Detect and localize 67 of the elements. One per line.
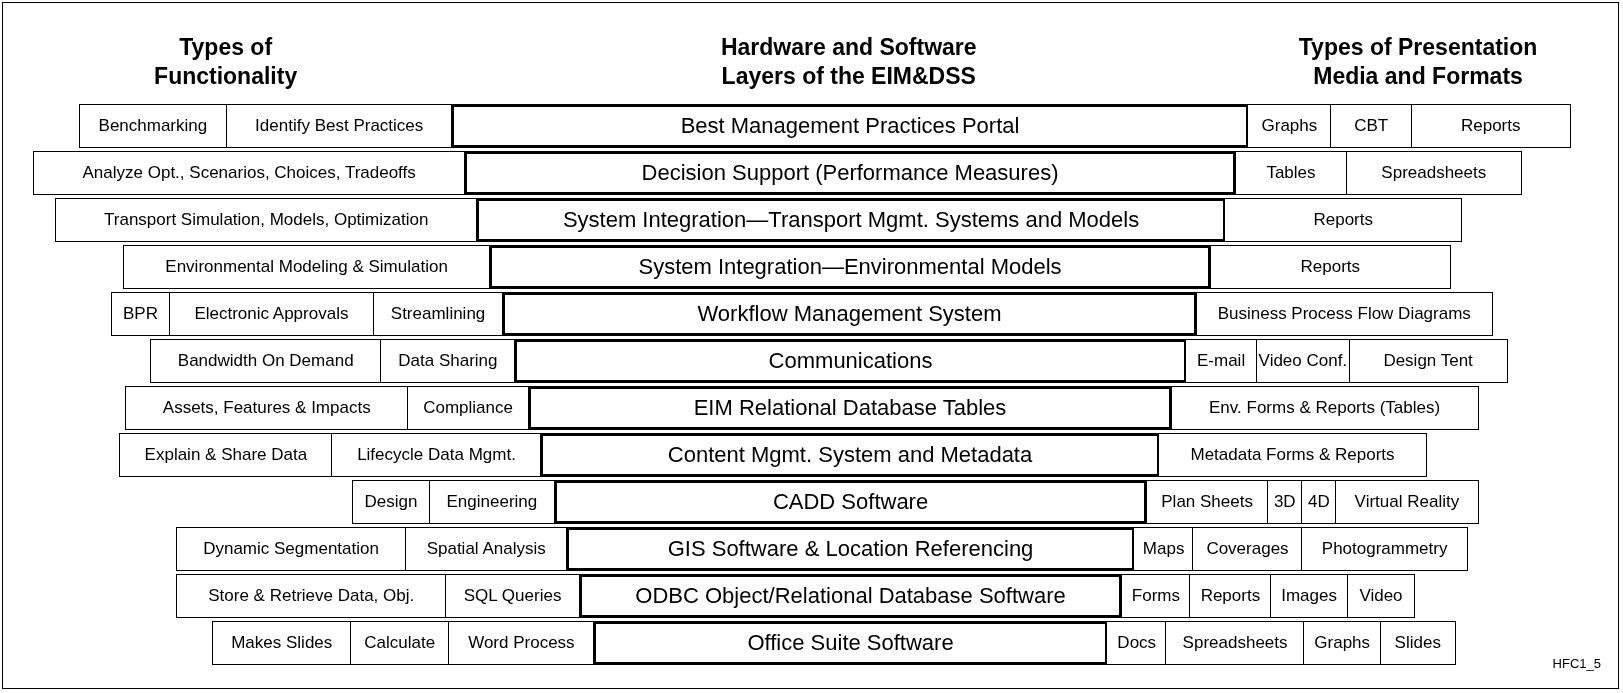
item-box: Photogrammetry: [1301, 526, 1469, 572]
item-box: Docs: [1106, 621, 1167, 666]
item-box: Bandwidth On Demand: [150, 338, 382, 384]
layer-box: Content Mgmt. System and Metadata: [540, 432, 1160, 478]
item-box: Spatial Analysis: [404, 526, 568, 572]
item-box: Reports: [1210, 244, 1451, 290]
figure-code: HFC1_5: [1552, 656, 1602, 672]
item-box: Streamlining: [372, 291, 504, 337]
layer-box: GIS Software & Location Referencing: [566, 526, 1135, 572]
item-box: Plan Sheets: [1145, 479, 1269, 525]
item-box: Coverages: [1192, 526, 1303, 572]
item-box: Engineering: [428, 479, 556, 525]
layer-box: Office Suite Software: [593, 621, 1108, 666]
item-box: Identify Best Practices: [225, 103, 453, 148]
layer-box: Workflow Management System: [502, 291, 1197, 337]
item-box: Compliance: [406, 385, 530, 431]
item-box: Explain & Share Data: [119, 432, 333, 478]
item-box: Video: [1346, 573, 1416, 619]
item-box: Maps: [1133, 526, 1194, 572]
item-box: Design Tent: [1348, 338, 1508, 384]
layer-box: CADD Software: [553, 479, 1148, 525]
layer-box: ODBC Object/Relational Database Software: [578, 573, 1123, 619]
item-box: Slides: [1379, 621, 1456, 666]
item-box: Graphs: [1247, 103, 1332, 148]
item-box: Assets, Features & Impacts: [125, 385, 409, 431]
item-box: Benchmarking: [78, 103, 228, 148]
column-heading: Types of Presentation Media and Formats: [1297, 33, 1539, 92]
layer-box: EIM Relational Database Tables: [527, 385, 1173, 431]
layer-box: Communications: [514, 338, 1187, 384]
layer-box: System Integration—Environmental Models: [488, 244, 1212, 290]
item-box: 3D: [1266, 479, 1303, 525]
column-heading: Types of Functionality: [153, 33, 299, 92]
item-box: 4D: [1301, 479, 1337, 525]
item-box: CBT: [1330, 103, 1413, 148]
item-box: Spreadsheets: [1165, 621, 1305, 666]
item-box: SQL Queries: [445, 573, 581, 619]
item-box: Analyze Opt., Scenarios, Choices, Tradeoffs: [33, 150, 466, 196]
layer-box: Decision Support (Performance Measures): [463, 150, 1237, 196]
item-box: Tables: [1234, 150, 1348, 196]
item-box: Reports: [1410, 103, 1571, 148]
item-box: Environmental Modeling & Simulation: [123, 244, 491, 290]
item-box: Reports: [1224, 197, 1462, 243]
item-box: Images: [1270, 573, 1349, 619]
item-box: Calculate: [349, 621, 450, 666]
item-box: Makes Slides: [212, 621, 352, 666]
item-box: Lifecycle Data Mgmt.: [331, 432, 542, 478]
item-box: E-mail: [1185, 338, 1258, 384]
item-box: Word Process: [448, 621, 595, 666]
item-box: Design: [351, 479, 430, 525]
item-box: Video Conf.: [1255, 338, 1351, 384]
item-box: Transport Simulation, Models, Optimization: [54, 197, 478, 243]
item-box: Reports: [1189, 573, 1272, 619]
item-box: Graphs: [1303, 621, 1382, 666]
item-box: Dynamic Segmentation: [175, 526, 407, 572]
item-box: Forms: [1121, 573, 1191, 619]
item-box: Data Sharing: [379, 338, 516, 384]
item-box: Env. Forms & Reports (Tables): [1170, 385, 1479, 431]
item-box: Electronic Approvals: [168, 291, 375, 337]
item-box: Business Process Flow Diagrams: [1195, 291, 1494, 337]
item-box: Store & Retrieve Data, Obj.: [175, 573, 447, 619]
layer-box: Best Management Practices Portal: [451, 103, 1249, 148]
layer-box: System Integration—Transport Mgmt. Systems and Models: [476, 197, 1226, 243]
item-box: Spreadsheets: [1345, 150, 1522, 196]
item-box: BPR: [110, 291, 171, 337]
column-heading: Hardware and Software Layers of the EIM&DSS: [719, 33, 978, 92]
item-box: Metadata Forms & Reports: [1158, 432, 1427, 478]
item-box: Virtual Reality: [1335, 479, 1479, 525]
